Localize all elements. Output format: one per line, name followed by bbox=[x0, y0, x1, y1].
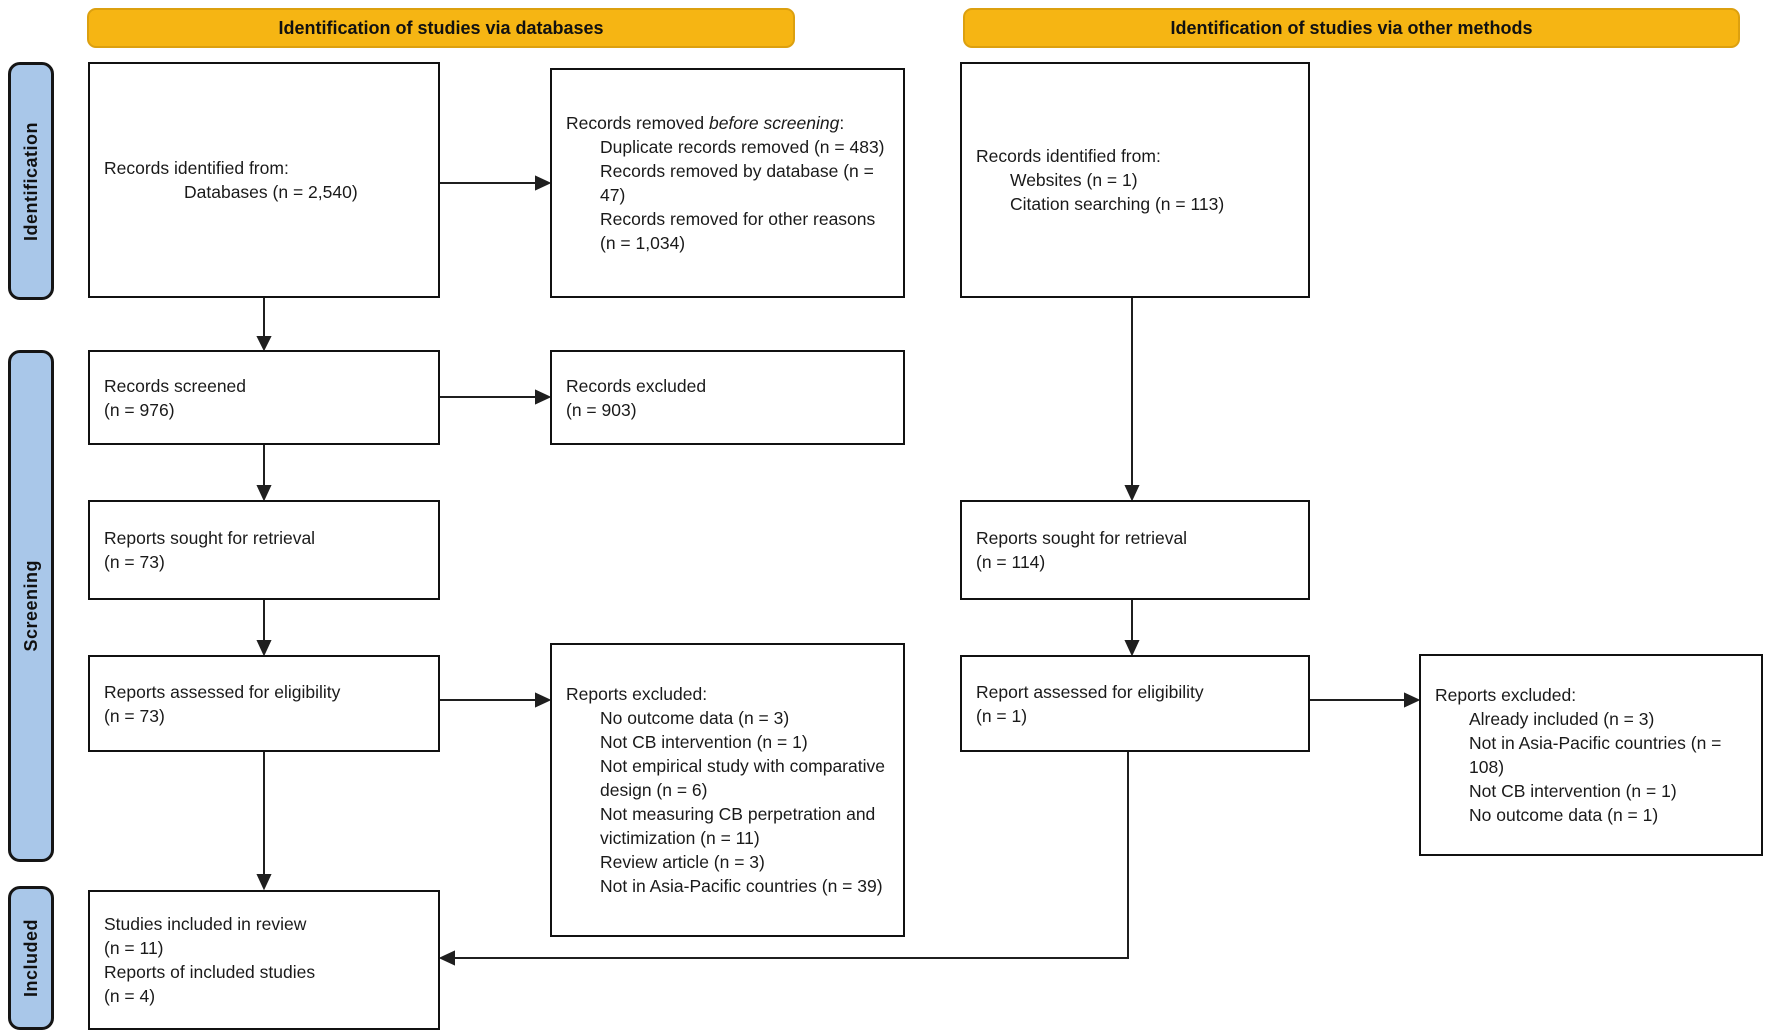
arrowhead-screened-to-excluded bbox=[535, 389, 552, 405]
reports-assessed-line2: (n = 73) bbox=[104, 705, 165, 726]
reports-sought-other-line1: Reports sought for retrieval bbox=[976, 528, 1188, 548]
box-reports-sought-other: Reports sought for retrieval (n = 114) bbox=[960, 500, 1310, 600]
arrowhead-assessed-to-reports-excluded bbox=[535, 692, 552, 708]
studies-included-line3: Reports of included studies bbox=[104, 962, 316, 982]
list-item: Citation searching (n = 113) bbox=[1010, 194, 1225, 214]
phase-screening: Screening bbox=[8, 350, 54, 862]
arrowhead-identified-to-removed bbox=[535, 175, 552, 191]
reports-excluded-other-title: Reports excluded: bbox=[1435, 685, 1577, 705]
records-removed-items: Duplicate records removed (n = 483) Reco… bbox=[566, 135, 893, 255]
phase-screening-label: Screening bbox=[20, 560, 41, 652]
box-records-removed-before-screening: Records removed before screening: Duplic… bbox=[550, 68, 905, 298]
list-item: Duplicate records removed (n = 483) bbox=[600, 137, 885, 157]
header-identification-other-methods: Identification of studies via other meth… bbox=[963, 8, 1740, 48]
list-item: Websites (n = 1) bbox=[1010, 170, 1138, 190]
studies-included-line4: (n = 4) bbox=[104, 986, 156, 1006]
box-reports-assessed-databases: Reports assessed for eligibility (n = 73… bbox=[88, 655, 440, 752]
records-identified-line1: Records identified from: bbox=[104, 158, 289, 178]
header-other-methods-label: Identification of studies via other meth… bbox=[1170, 17, 1533, 38]
box-studies-included: Studies included in review (n = 11) Repo… bbox=[88, 890, 440, 1030]
reports-excluded-title: Reports excluded: bbox=[566, 684, 708, 704]
reports-sought-other-line2: (n = 114) bbox=[976, 552, 1046, 572]
header-identification-databases: Identification of studies via databases bbox=[87, 8, 795, 48]
arrowhead-assessed-to-included bbox=[256, 874, 272, 891]
records-removed-title: Records removed before screening: bbox=[566, 111, 893, 135]
records-excluded-line2: (n = 903) bbox=[566, 399, 637, 420]
arrowhead-other-assessed-to-excluded bbox=[1404, 692, 1421, 708]
list-item: Not in Asia-Pacific countries (n = 39) bbox=[600, 876, 883, 896]
list-item: Review article (n = 3) bbox=[600, 852, 765, 872]
box-records-identified-other: Records identified from: Websites (n = 1… bbox=[960, 62, 1310, 298]
list-item: Not empirical study with comparative des… bbox=[600, 756, 885, 800]
arrow-other-assessed-to-included bbox=[453, 752, 1129, 959]
studies-included-line2: (n = 11) bbox=[104, 938, 164, 958]
phase-identification-label: Identification bbox=[20, 121, 41, 241]
box-records-screened: Records screened (n = 976) bbox=[88, 350, 440, 445]
records-removed-title-italic: before screening bbox=[708, 113, 840, 133]
records-removed-title-suffix: : bbox=[839, 113, 845, 133]
phase-included: Included bbox=[8, 886, 54, 1030]
records-identified-other-items: Websites (n = 1) Citation searching (n =… bbox=[976, 168, 1298, 216]
reports-assessed-line1: Reports assessed for eligibility bbox=[104, 681, 341, 702]
box-report-assessed-other: Report assessed for eligibility (n = 1) bbox=[960, 655, 1310, 752]
reports-sought-line2: (n = 73) bbox=[104, 552, 165, 572]
list-item: Not in Asia-Pacific countries (n = 108) bbox=[1469, 733, 1722, 777]
box-reports-sought-databases: Reports sought for retrieval (n = 73) bbox=[88, 500, 440, 600]
reports-excluded-items: No outcome data (n = 3) Not CB intervent… bbox=[566, 706, 893, 898]
box-reports-excluded-databases: Reports excluded: No outcome data (n = 3… bbox=[550, 643, 905, 937]
records-screened-line1: Records screened bbox=[104, 375, 247, 396]
box-records-identified-databases: Records identified from: Databases (n = … bbox=[88, 62, 440, 298]
records-identified-other-line1: Records identified from: bbox=[976, 146, 1161, 166]
studies-included-line1: Studies included in review bbox=[104, 914, 307, 934]
phase-included-label: Included bbox=[20, 918, 41, 997]
arrowhead-other-assessed-to-included bbox=[438, 950, 455, 966]
arrowhead-sought-to-assessed bbox=[256, 640, 272, 657]
box-records-excluded: Records excluded (n = 903) bbox=[550, 350, 905, 445]
records-excluded-line1: Records excluded bbox=[566, 375, 707, 396]
report-assessed-other-line1: Report assessed for eligibility bbox=[976, 681, 1204, 702]
reports-sought-line1: Reports sought for retrieval bbox=[104, 528, 316, 548]
records-removed-title-prefix: Records removed bbox=[566, 113, 709, 133]
arrowhead-other-identified-to-sought bbox=[1124, 485, 1140, 502]
arrowhead-screened-to-sought bbox=[256, 485, 272, 502]
list-item: Already included (n = 3) bbox=[1469, 709, 1655, 729]
report-assessed-other-line2: (n = 1) bbox=[976, 705, 1028, 726]
list-item: No outcome data (n = 3) bbox=[600, 708, 790, 728]
box-reports-excluded-other: Reports excluded: Already included (n = … bbox=[1419, 654, 1763, 856]
list-item: Records removed for other reasons (n = 1… bbox=[600, 209, 876, 253]
header-databases-label: Identification of studies via databases bbox=[278, 17, 604, 38]
records-screened-line2: (n = 976) bbox=[104, 399, 175, 420]
list-item: Not measuring CB perpetration and victim… bbox=[600, 804, 876, 848]
phase-identification: Identification bbox=[8, 62, 54, 300]
list-item: Not CB intervention (n = 1) bbox=[1469, 781, 1677, 801]
list-item: Not CB intervention (n = 1) bbox=[600, 732, 808, 752]
reports-excluded-other-items: Already included (n = 3) Not in Asia-Pac… bbox=[1435, 707, 1751, 827]
arrowhead-other-sought-to-assessed bbox=[1124, 640, 1140, 657]
records-identified-line2: Databases (n = 2,540) bbox=[184, 182, 358, 202]
list-item: Records removed by database (n = 47) bbox=[600, 161, 874, 205]
arrowhead-identified-to-screened bbox=[256, 336, 272, 352]
list-item: No outcome data (n = 1) bbox=[1469, 805, 1659, 825]
